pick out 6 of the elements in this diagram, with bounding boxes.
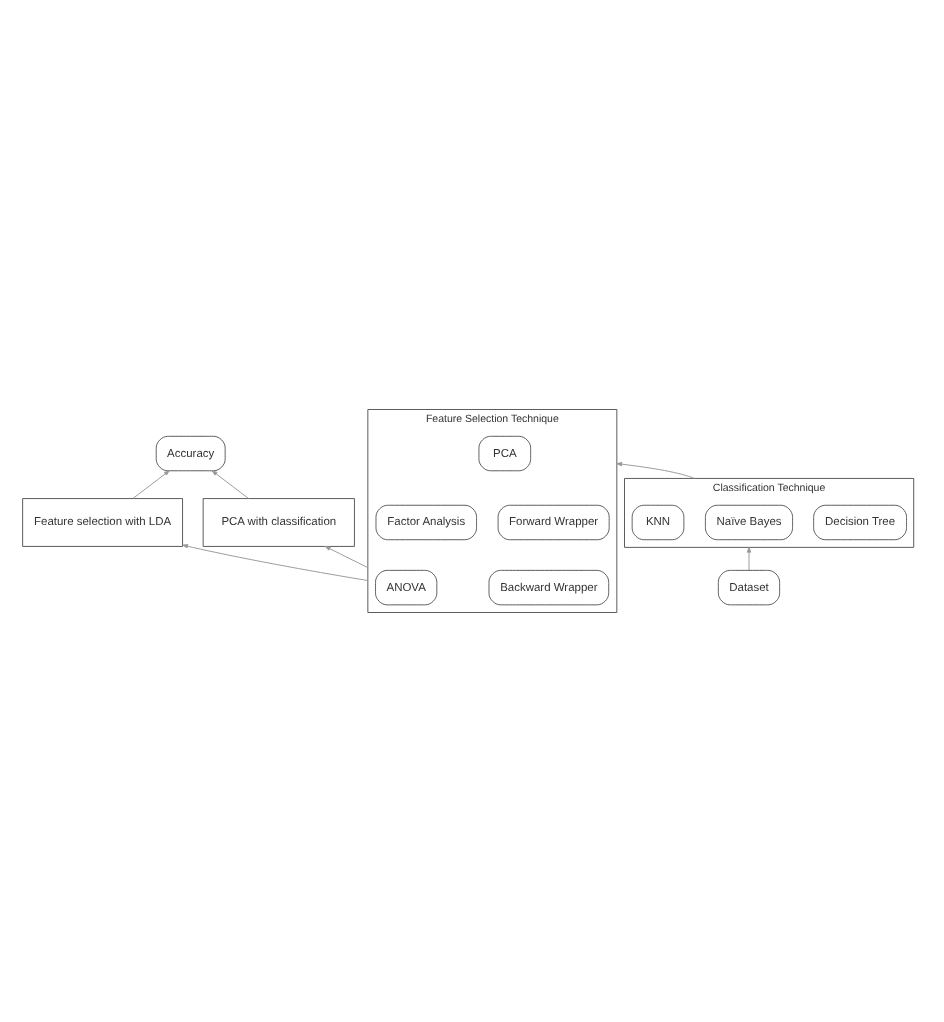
arrow: [132, 470, 170, 499]
arrow: [616, 462, 695, 479]
arrow: [324, 546, 369, 569]
arrow: [182, 544, 369, 581]
arrow: [746, 546, 752, 571]
arrow: [211, 470, 249, 499]
